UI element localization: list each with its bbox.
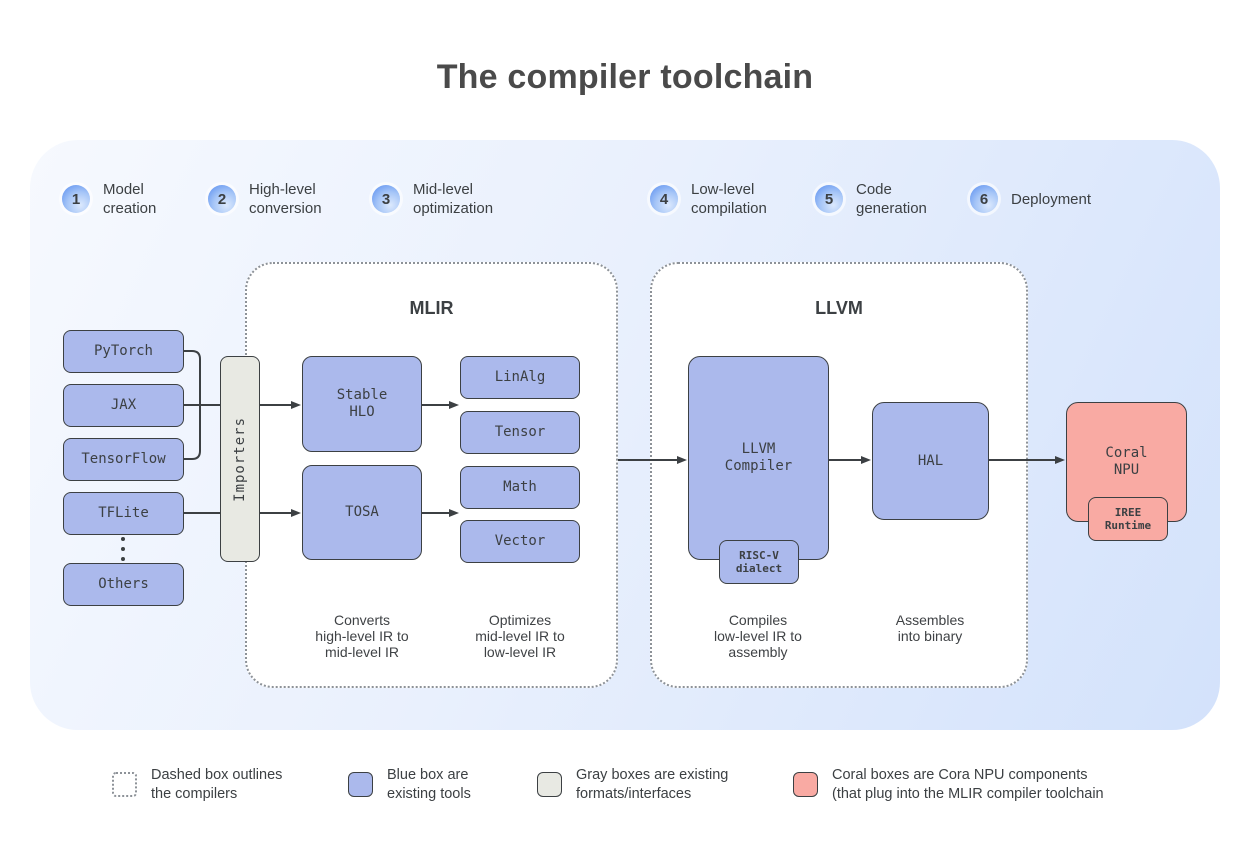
source-box-jax: JAX bbox=[63, 384, 184, 427]
importers-box: Importers bbox=[220, 356, 260, 562]
mlir-title: MLIR bbox=[409, 298, 454, 318]
step-1-badge: 1 bbox=[62, 185, 90, 213]
mlir-caption-converts: Converts high-level IR to mid-level IR bbox=[315, 612, 409, 660]
math-label: Math bbox=[503, 479, 537, 495]
others-label: Others bbox=[98, 576, 149, 592]
legend-item-coral: Coral boxes are Cora NPU components (tha… bbox=[793, 766, 1104, 804]
legend-dashed-label: Dashed box outlines the compilers bbox=[151, 767, 283, 802]
more-items-ellipsis-icon bbox=[117, 537, 129, 561]
iree-runtime-label: IREE Runtime bbox=[1104, 506, 1152, 532]
source-box-tflite: TFLite bbox=[63, 492, 184, 535]
legend-coral-label: Coral boxes are Cora NPU components (tha… bbox=[832, 767, 1104, 802]
legend-gray-label: Gray boxes are existing formats/interfac… bbox=[576, 767, 729, 802]
stable-hlo-label: Stable HLO bbox=[336, 387, 388, 420]
linalg-dialect-box: LinAlg bbox=[460, 356, 580, 399]
blue-swatch-icon bbox=[348, 772, 373, 797]
pytorch-label: PyTorch bbox=[93, 343, 153, 359]
step-5-code-generation: 5 Code generation bbox=[815, 180, 927, 218]
step-6-deployment: 6 Deployment bbox=[970, 180, 1091, 218]
llvm-caption-compiles: Compiles low-level IR to assembly bbox=[714, 612, 802, 660]
legend-item-blue: Blue box are existing tools bbox=[348, 766, 471, 804]
step-3-mid-level-optimization: 3 Mid-level optimization bbox=[372, 180, 493, 218]
tosa-box: TOSA bbox=[302, 465, 422, 560]
step-4-label: Low-level compilation bbox=[691, 181, 767, 217]
tensorflow-label: TensorFlow bbox=[81, 451, 166, 467]
vector-label: Vector bbox=[494, 533, 546, 549]
step-3-label: Mid-level optimization bbox=[413, 181, 494, 217]
jax-label: JAX bbox=[110, 397, 137, 413]
llvm-caption-assembles: Assembles into binary bbox=[895, 612, 965, 644]
source-box-pytorch: PyTorch bbox=[63, 330, 184, 373]
vector-dialect-box: Vector bbox=[460, 520, 580, 563]
legend-blue-label: Blue box are existing tools bbox=[387, 767, 471, 802]
step-5-label: Code generation bbox=[856, 181, 927, 217]
page-title: The compiler toolchain bbox=[436, 58, 814, 96]
tensor-dialect-box: Tensor bbox=[460, 411, 580, 454]
hal-label: HAL bbox=[917, 452, 944, 469]
riscv-dialect-label: RISC-V dialect bbox=[735, 549, 783, 575]
iree-runtime-box: IREE Runtime bbox=[1088, 497, 1168, 541]
step-5-badge: 5 bbox=[815, 185, 843, 213]
coral-swatch-icon bbox=[793, 772, 818, 797]
llvm-compiler-box: LLVM Compiler bbox=[688, 356, 829, 560]
math-dialect-box: Math bbox=[460, 466, 580, 509]
linalg-label: LinAlg bbox=[494, 369, 546, 385]
step-6-label: Deployment bbox=[1011, 190, 1092, 208]
step-1-label: Model creation bbox=[103, 181, 157, 217]
step-4-badge: 4 bbox=[650, 185, 678, 213]
step-6-badge: 6 bbox=[970, 185, 998, 213]
step-2-badge: 2 bbox=[208, 185, 236, 213]
llvm-compiler-label: LLVM Compiler bbox=[724, 441, 793, 474]
riscv-dialect-box: RISC-V dialect bbox=[719, 540, 799, 584]
gray-swatch-icon bbox=[537, 772, 562, 797]
tflite-label: TFLite bbox=[98, 505, 149, 521]
coral-npu-label: Coral NPU bbox=[1105, 445, 1148, 478]
source-box-others: Others bbox=[63, 563, 184, 606]
mlir-caption-optimizes: Optimizes mid-level IR to low-level IR bbox=[475, 612, 565, 660]
step-2-label: High-level conversion bbox=[249, 181, 322, 217]
importers-label: Importers bbox=[231, 416, 248, 502]
tensor-label: Tensor bbox=[494, 424, 546, 440]
tosa-label: TOSA bbox=[345, 504, 379, 520]
legend-item-gray: Gray boxes are existing formats/interfac… bbox=[537, 766, 728, 804]
legend-item-dashed: Dashed box outlines the compilers bbox=[112, 766, 282, 804]
step-4-low-level-compilation: 4 Low-level compilation bbox=[650, 180, 767, 218]
dashed-swatch-icon bbox=[112, 772, 137, 797]
step-1-model-creation: 1 Model creation bbox=[62, 180, 156, 218]
llvm-title: LLVM bbox=[815, 298, 863, 318]
stable-hlo-box: Stable HLO bbox=[302, 356, 422, 452]
step-3-badge: 3 bbox=[372, 185, 400, 213]
source-box-tensorflow: TensorFlow bbox=[63, 438, 184, 481]
hal-box: HAL bbox=[872, 402, 989, 520]
toolchain-background-panel bbox=[30, 140, 1220, 730]
step-2-high-level-conversion: 2 High-level conversion bbox=[208, 180, 322, 218]
